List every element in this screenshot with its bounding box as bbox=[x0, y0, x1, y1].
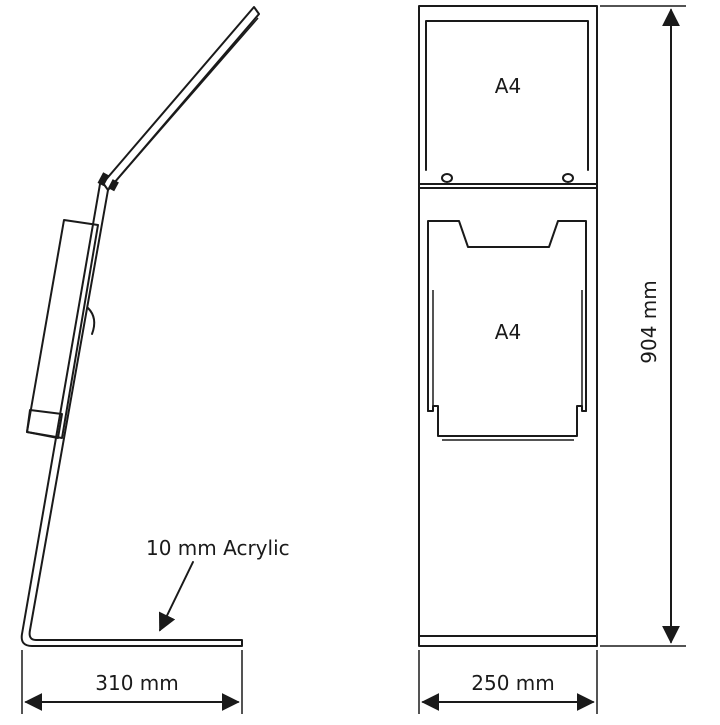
side-view: 10 mm Acrylic 310 mm bbox=[20, 6, 290, 714]
front-panel bbox=[418, 5, 598, 647]
side-body bbox=[20, 183, 243, 647]
front-view: A4 A4 250 mm 904 mm bbox=[418, 5, 686, 714]
bottom-holder-label: A4 bbox=[495, 320, 521, 344]
material-label: 10 mm Acrylic bbox=[146, 536, 290, 560]
front-brochure-holder: A4 bbox=[427, 220, 587, 441]
side-top-panel bbox=[97, 6, 260, 192]
top-holder-label: A4 bbox=[495, 74, 521, 98]
side-width-label: 310 mm bbox=[95, 671, 179, 695]
side-brochure-holder bbox=[26, 219, 99, 439]
front-height-label: 904 mm bbox=[637, 280, 661, 364]
front-top-holder: A4 bbox=[425, 20, 589, 183]
side-width-dimension: 310 mm bbox=[21, 650, 243, 714]
front-height-dimension: 904 mm bbox=[600, 5, 686, 647]
material-callout: 10 mm Acrylic bbox=[146, 536, 290, 632]
front-width-label: 250 mm bbox=[471, 671, 555, 695]
front-width-dimension: 250 mm bbox=[418, 650, 598, 714]
